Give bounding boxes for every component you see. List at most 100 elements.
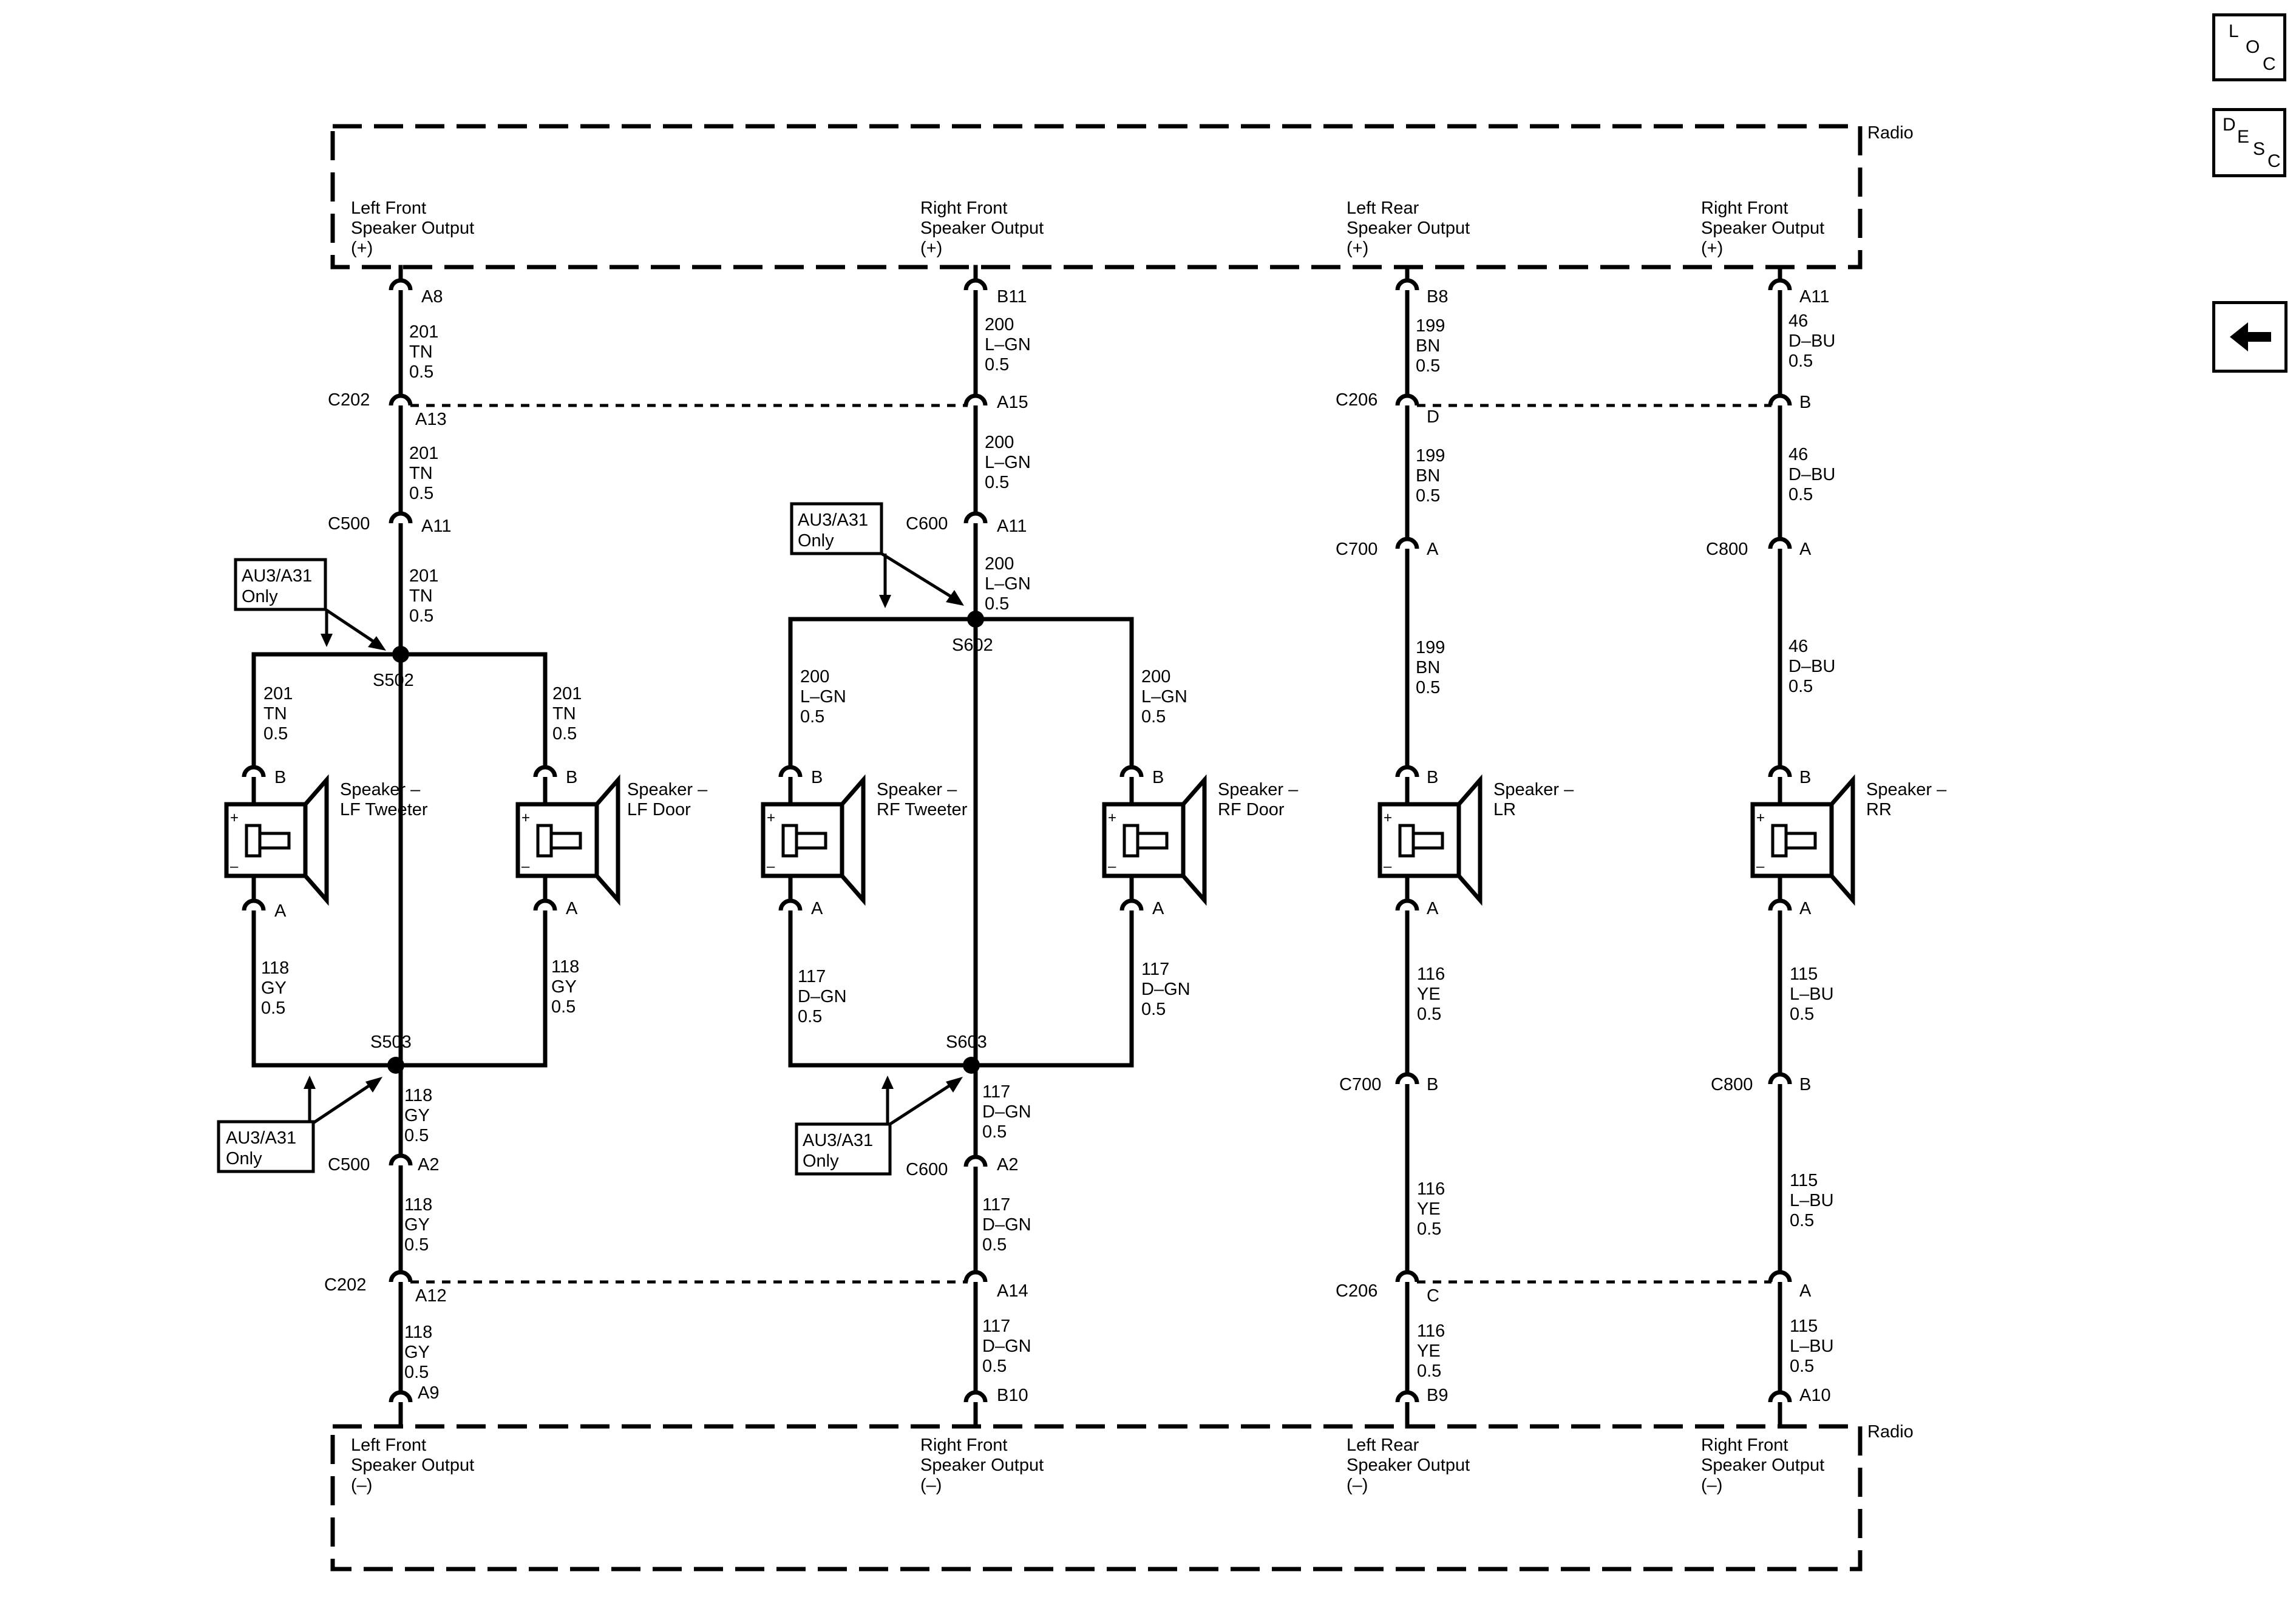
svg-text:(–): (–) [1347,1476,1368,1495]
loc-letter: O [2246,37,2260,57]
svg-text:46: 46 [1788,445,1808,464]
pin-label: B11 [997,287,1027,307]
svg-text:Speaker –: Speaker – [1493,780,1574,799]
pin-label: B [1152,768,1164,787]
pin-label: A2 [418,1155,439,1175]
pin-label: A11 [1799,287,1829,307]
connector-links [410,404,1771,1284]
radio-label-top: Radio [1867,123,1914,143]
terminal-symbols [242,278,1792,1403]
svg-text:0.5: 0.5 [1417,1361,1441,1381]
svg-text:200: 200 [985,433,1014,452]
pin-label: A8 [421,287,443,307]
svg-text:0.5: 0.5 [982,1357,1007,1376]
pin-label: A [1799,540,1812,559]
splice-label: S603 [946,1032,987,1052]
svg-text:LF Door: LF Door [627,800,691,819]
svg-text:–: – [521,858,530,875]
svg-text:116: 116 [1417,1321,1445,1341]
svg-text:RR: RR [1866,800,1892,819]
speaker-label-lr: Speaker –LR [1493,780,1574,819]
svg-text:AU3/A31: AU3/A31 [226,1128,296,1148]
splice-label: S602 [952,636,993,655]
connector-label: C202 [324,1275,366,1295]
svg-text:YE: YE [1417,1199,1441,1219]
pin-label: B [566,768,577,787]
svg-text:GY: GY [404,1215,430,1235]
svg-text:0.5: 0.5 [404,1363,429,1382]
svg-text:D–BU: D–BU [1788,657,1835,676]
svg-text:GY: GY [404,1343,430,1362]
svg-text:Speaker –: Speaker – [627,780,708,799]
svg-text:–: – [230,858,239,875]
svg-text:TN: TN [409,586,433,606]
svg-text:200: 200 [985,315,1014,334]
svg-text:–: – [767,858,775,875]
svg-text:0.5: 0.5 [800,707,824,727]
speaker-label-rf-tweeter: Speaker –RF Tweeter [877,780,968,819]
desc-letter: D [2223,115,2236,135]
pin-label: A [811,899,823,918]
pin-label: A14 [997,1281,1028,1301]
speaker-lr: +– [1377,774,1483,906]
svg-text:0.5: 0.5 [982,1122,1007,1142]
desc-letter: E [2237,127,2250,147]
svg-text:AU3/A31: AU3/A31 [803,1131,873,1150]
svg-text:+: + [230,810,239,826]
svg-text:0.5: 0.5 [1790,1005,1814,1024]
svg-text:BN: BN [1416,466,1440,486]
svg-text:0.5: 0.5 [409,484,433,503]
svg-text:201: 201 [552,684,582,703]
svg-text:Speaker Output: Speaker Output [1347,219,1470,238]
loc-button[interactable]: L O C [2212,13,2286,81]
svg-text:0.5: 0.5 [404,1126,429,1145]
pin-label: B [1427,768,1438,787]
svg-text:(+): (+) [920,239,942,258]
svg-text:LR: LR [1493,800,1516,819]
svg-text:46: 46 [1788,311,1808,331]
svg-text:D–GN: D–GN [1141,980,1190,999]
pin-label: B10 [997,1386,1028,1405]
back-button[interactable] [2212,301,2288,373]
svg-text:Speaker Output: Speaker Output [1347,1456,1470,1475]
svg-text:116: 116 [1417,964,1445,984]
pin-label: A11 [421,517,451,536]
svg-text:200: 200 [1141,667,1170,686]
desc-letter: C [2267,151,2281,171]
svg-text:0.5: 0.5 [1141,1000,1166,1019]
svg-text:Right Front: Right Front [920,198,1007,218]
pin-label: A [1427,899,1439,918]
svg-text:201: 201 [263,684,293,703]
svg-text:Speaker Output: Speaker Output [351,219,474,238]
svg-text:115: 115 [1790,964,1818,984]
connector-label: C206 [1336,1281,1377,1301]
desc-button[interactable]: D E S C [2212,108,2286,177]
connector-label: C800 [1706,540,1748,559]
wire-label: 46D–BU0.5 [1788,445,1835,504]
svg-text:0.5: 0.5 [982,1235,1007,1255]
svg-text:117: 117 [1141,960,1169,979]
connector-label: C500 [328,514,370,534]
splice-label: S503 [370,1032,412,1052]
speaker-label-rr: Speaker –RR [1866,780,1947,819]
svg-text:TN: TN [409,342,433,362]
pin-label: A [274,901,287,921]
svg-text:0.5: 0.5 [1141,707,1166,727]
svg-text:117: 117 [982,1195,1010,1215]
svg-text:0.5: 0.5 [1790,1211,1814,1230]
